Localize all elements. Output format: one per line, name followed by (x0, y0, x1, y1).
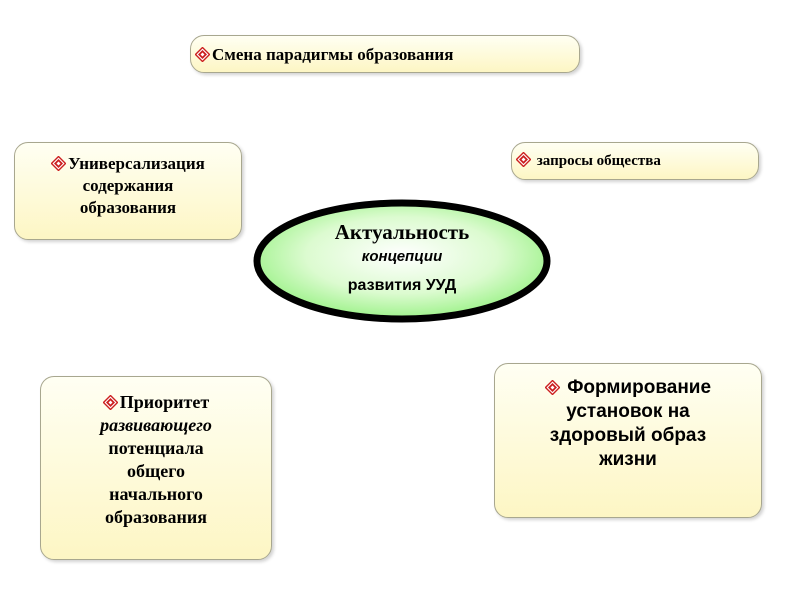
center-line-3: развития УУД (347, 277, 457, 294)
healthy-line-4: жизни (599, 449, 657, 470)
healthy-line-1-text: Формирование (567, 377, 712, 398)
paradigm-change-text: Смена парадигмы образования (212, 45, 454, 64)
healthy-line-2: установок на (566, 401, 690, 422)
universalization-box: Универсализация содержания образования (14, 142, 242, 240)
healthy-line-3: здоровый образ (549, 425, 707, 446)
center-ellipse-text: Актуальность концепции развития УУД (252, 198, 552, 324)
healthy-lifestyle-box: Формирование установок на здоровый образ… (494, 363, 762, 518)
developmental-priority-box: Приоритет развивающего потенциала общего… (40, 376, 272, 560)
healthy-line-1: Формирование (495, 376, 761, 400)
priority-line-1-text: Приоритет (119, 392, 210, 412)
diamond-bullet-icon (195, 47, 210, 62)
diamond-bullet-icon (516, 152, 531, 167)
universalization-line-1: Универсализация (15, 153, 241, 175)
priority-line-6: образования (105, 507, 207, 527)
universalization-line-3: образования (79, 198, 177, 217)
priority-line-3: потенциала (108, 438, 204, 458)
paradigm-change-box: Смена парадигмы образования (190, 35, 580, 73)
priority-line-4: общего (127, 461, 185, 481)
diamond-bullet-icon (51, 156, 67, 171)
universalization-line-1-text: Универсализация (68, 154, 205, 173)
society-demands-box: запросы общества (511, 142, 759, 180)
universalization-line-2: содержания (82, 176, 174, 195)
priority-line-5: начального (109, 484, 203, 504)
priority-line-2: развивающего (100, 415, 212, 435)
center-title: Актуальность (334, 220, 470, 244)
center-ellipse (253, 199, 551, 323)
diamond-bullet-icon (102, 395, 118, 410)
priority-line-1: Приоритет (41, 391, 271, 414)
diamond-bullet-icon (544, 380, 560, 395)
center-line-2: концепции (361, 248, 443, 265)
society-demands-text: запросы общества (536, 153, 661, 169)
